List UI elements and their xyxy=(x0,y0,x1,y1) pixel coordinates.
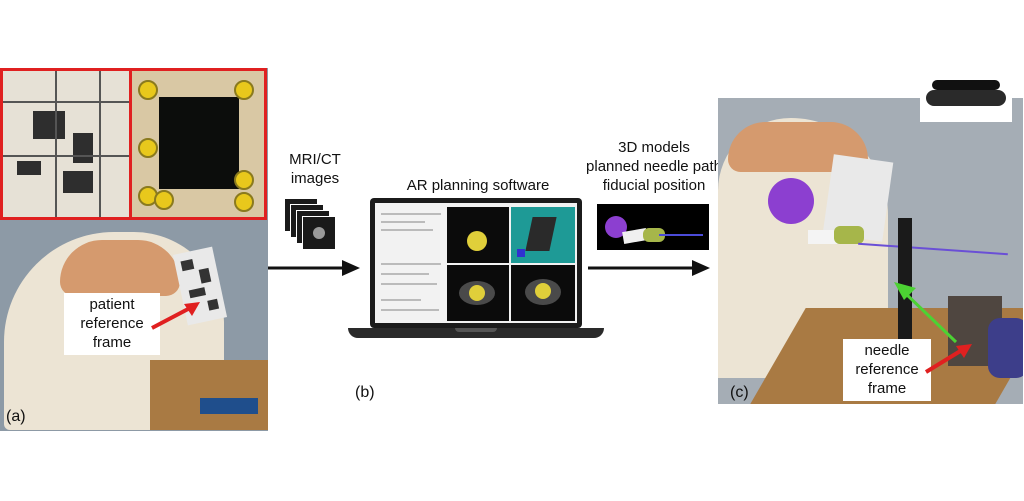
patient-frame-label-box: patient reference frame xyxy=(64,293,160,355)
viewport-axial xyxy=(447,207,509,263)
fiducial-dot xyxy=(154,190,174,210)
planning-software-screen xyxy=(375,203,577,323)
output-3d-models: 3D models xyxy=(618,139,690,156)
images-label: MRI/CT images xyxy=(284,150,346,188)
images-label-line2: images xyxy=(290,170,340,187)
output-needle-path: planned needle path xyxy=(586,158,722,175)
hololens-headset-icon xyxy=(920,72,1012,122)
fiducial-dot xyxy=(138,138,158,158)
software-label: AR planning software xyxy=(406,177,550,194)
red-pointer-arrow-c xyxy=(924,344,972,374)
marker-front-view xyxy=(3,71,129,217)
label-needle: needle xyxy=(864,342,910,359)
wooden-table xyxy=(150,360,268,430)
needle-frame-label-box: needle reference frame xyxy=(843,339,931,401)
panel-label-b: (b) xyxy=(355,384,375,401)
label-reference: reference xyxy=(855,361,919,378)
image-stack-icon xyxy=(284,198,344,254)
viewport-sagittal xyxy=(447,265,509,321)
3d-models-render xyxy=(597,204,709,250)
label-frame: frame xyxy=(92,334,132,351)
viewport-3d xyxy=(511,207,575,263)
panel-label-a: (a) xyxy=(6,408,26,425)
outputs-label: 3D models planned needle path fiducial p… xyxy=(586,138,722,195)
images-label-line1: MRI/CT xyxy=(289,151,341,168)
red-pointer-arrow-a xyxy=(151,302,200,330)
flow-arrow-2 xyxy=(588,260,710,276)
output-fiducial-position: fiducial position xyxy=(602,177,706,194)
fiducial-dot xyxy=(234,170,254,190)
green-pointer-arrow xyxy=(894,282,958,344)
phantom-sticker xyxy=(200,398,258,414)
label-frame: frame xyxy=(867,380,907,397)
viewport-coronal xyxy=(511,265,575,321)
panel-label-c: (c) xyxy=(730,384,749,401)
flow-arrow-1 xyxy=(268,260,360,276)
fiducial-dot xyxy=(138,80,158,100)
marker-black-square xyxy=(159,97,239,189)
laptop-notch xyxy=(455,328,497,332)
phantom-skin-pad xyxy=(60,240,180,296)
laptop-base xyxy=(348,328,604,338)
fiducial-dot xyxy=(234,80,254,100)
label-reference: reference xyxy=(80,315,144,332)
fiducial-dot xyxy=(234,192,254,212)
label-patient: patient xyxy=(89,296,135,313)
